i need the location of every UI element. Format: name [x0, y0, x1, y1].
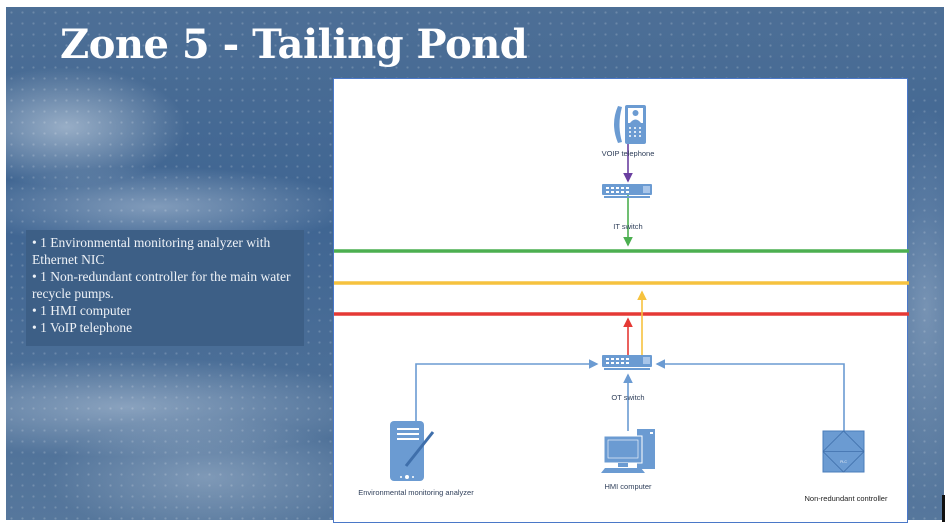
- analyzer-label: Environmental monitoring analyzer: [358, 488, 474, 497]
- it-switch-label: IT switch: [613, 222, 642, 231]
- plc-to-ot-switch-link: [655, 359, 845, 433]
- desktop-computer-icon: [601, 429, 655, 473]
- voip-label: VOIP telephone: [602, 149, 655, 158]
- it-switch-icon: [602, 184, 652, 198]
- ot-switch-icon: [602, 355, 652, 370]
- plc-icon: PLC: [822, 430, 865, 473]
- voip-phone-icon: [614, 105, 646, 144]
- ot-switch-label: OT switch: [611, 393, 644, 402]
- bullet-list: • 1 Environmental monitoring analyzer wi…: [26, 230, 304, 346]
- analyzer-to-ot-switch-link: [415, 359, 599, 421]
- text-cursor: [942, 495, 945, 522]
- bullet-item: • 1 Non-redundant controller for the mai…: [32, 269, 291, 301]
- plc-label: Non-redundant controller: [805, 494, 888, 503]
- slide-title: Zone 5 - Tailing Pond: [60, 21, 528, 68]
- plc-badge: PLC: [840, 460, 847, 464]
- hmi-label: HMI computer: [604, 482, 652, 491]
- bullet-item: • 1 HMI computer: [32, 303, 131, 318]
- tablet-pen-icon: [390, 421, 435, 481]
- bullet-item: • 1 Environmental monitoring analyzer wi…: [32, 235, 271, 267]
- network-diagram: VOIP telephone IT switch OT switch Envir…: [333, 78, 909, 523]
- bullet-item: • 1 VoIP telephone: [32, 320, 133, 335]
